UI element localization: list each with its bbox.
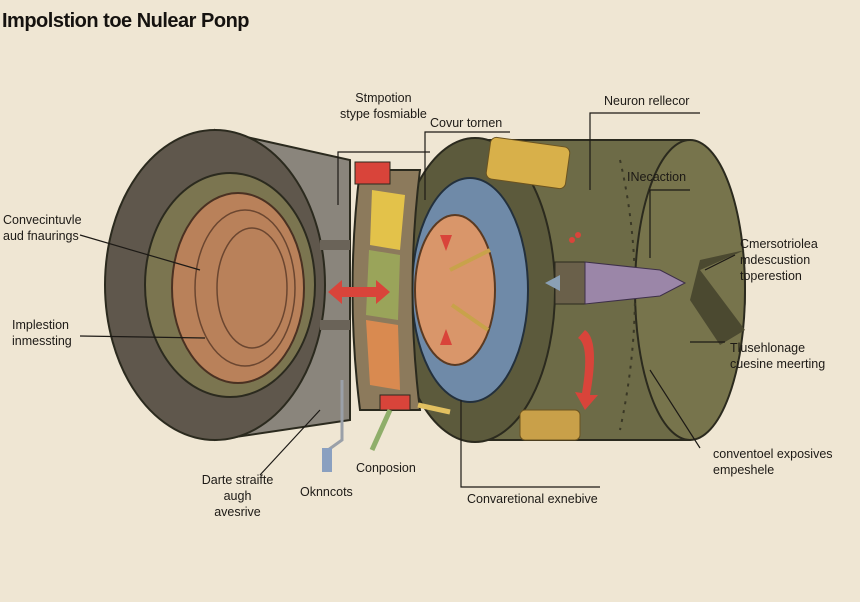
label-line: cuesine meerting xyxy=(730,357,826,371)
label-line: aud fnaurings xyxy=(3,229,79,243)
label-line: Convecintuvle xyxy=(3,213,82,227)
label-oknncots: Oknncots xyxy=(300,485,353,499)
label-stmpotion: Stmpotion stype fosmiable xyxy=(340,90,427,122)
label-implestion: Implestion inmessting xyxy=(12,317,72,349)
label-covur: Covur tornen xyxy=(430,116,503,130)
label-cmersotriolea: Cmersotriolea mdescustion toperestion xyxy=(740,236,818,284)
label-tlusehlonage: Tlusehlonage cuesine meerting xyxy=(730,340,825,372)
label-line: augh xyxy=(223,489,252,503)
label-inecaction: INecaction xyxy=(627,170,687,184)
label-line: conventoel exposives xyxy=(713,447,833,461)
detonator-wires xyxy=(322,380,451,472)
label-line: Implestion xyxy=(12,318,69,332)
label-line: empeshele xyxy=(713,463,775,477)
leader-lines xyxy=(79,112,736,488)
label-line: Darte straifte xyxy=(201,473,274,487)
page-title: Impolstion toe Nulear Ponp xyxy=(2,10,250,32)
label-line: avesrive xyxy=(214,505,261,519)
label-conposion: Conposion xyxy=(356,461,416,475)
label-line: toperestion xyxy=(740,269,802,283)
label-line: Cmersotriolea xyxy=(740,237,818,251)
label-line: Tlusehlonage xyxy=(730,341,806,355)
label-neuron-reflector: Neuron rellecor xyxy=(604,94,690,108)
label-line: mdescustion xyxy=(740,253,811,267)
compression-arrows xyxy=(328,280,598,410)
label-darte: Darte straifte augh avesrive xyxy=(190,472,285,520)
label-conventoel: conventoel exposives empeshele xyxy=(713,446,833,478)
explosive-band xyxy=(351,161,422,411)
blue-core xyxy=(411,177,529,403)
label-line: inmessting xyxy=(12,334,72,348)
label-line: stype fosmiable xyxy=(340,107,427,121)
outer-shell xyxy=(104,128,351,442)
label-line: Stmpotion xyxy=(355,91,412,105)
initiator xyxy=(545,232,687,305)
label-convecintuvle: Convecintuvle aud fnaurings xyxy=(3,212,82,244)
label-convaretional: Convaretional exnebive xyxy=(467,492,598,506)
